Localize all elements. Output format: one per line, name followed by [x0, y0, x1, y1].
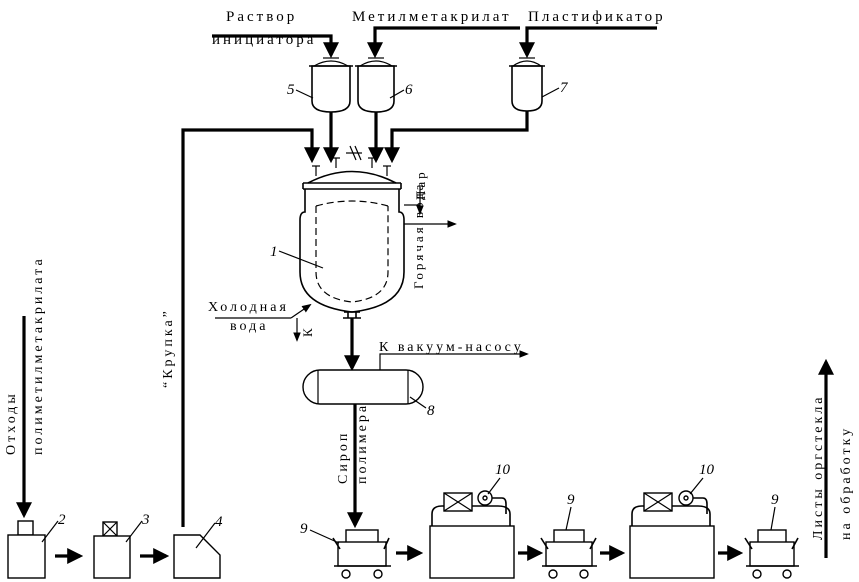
- leader-10-b: [689, 477, 704, 495]
- initiator-solution-label-1: Раствор: [226, 9, 297, 25]
- number-6: 6: [405, 82, 413, 98]
- leader-2: [41, 520, 59, 543]
- oven-1: [429, 490, 515, 579]
- leader-9-b: [565, 506, 572, 531]
- leader-9-c: [770, 506, 776, 531]
- number-10-b: 10: [699, 462, 715, 478]
- number-9-a: 9: [300, 521, 308, 537]
- syrup-label-1: Сироп: [336, 431, 351, 484]
- cart-1: [332, 529, 391, 579]
- number-10-a: 10: [495, 462, 511, 478]
- cart-3: [744, 529, 799, 579]
- cold-water-label-1: Холодная: [208, 300, 289, 315]
- tank-initiator: [309, 57, 353, 113]
- initiator-solution-label-2: инициатора: [212, 32, 316, 48]
- tank-plasticizer: [509, 57, 545, 112]
- number-5: 5: [287, 82, 295, 98]
- methyl-methacrylate-label: Метилметакрилат: [352, 9, 512, 25]
- leader-4: [195, 522, 216, 549]
- number-3: 3: [141, 512, 150, 528]
- vacuum-pump-label: К вакуум-насосу: [379, 340, 524, 355]
- number-9-c: 9: [771, 492, 779, 508]
- feed-line-monomer: [367, 26, 520, 59]
- number-7: 7: [560, 80, 569, 96]
- leader-9-a: [309, 529, 340, 544]
- sheets-label-2: на обработку: [839, 426, 854, 540]
- number-2: 2: [58, 512, 66, 528]
- leader-6: [389, 89, 405, 99]
- leader-3: [125, 520, 143, 543]
- syrup-label-2: полимера: [355, 403, 370, 484]
- vacuum-line: [379, 350, 529, 370]
- number-4: 4: [215, 514, 223, 530]
- crusher: [7, 520, 46, 579]
- leader-5: [295, 89, 314, 99]
- tank-monomer: [355, 57, 397, 113]
- number-8: 8: [427, 403, 435, 419]
- steam-label: Пар: [413, 169, 428, 200]
- leader-8: [409, 396, 427, 409]
- oven-2: [629, 490, 715, 579]
- hopper: [173, 534, 221, 579]
- hot-water-label: Горячая вода: [411, 182, 426, 289]
- cart-2: [540, 529, 597, 579]
- leader-10-a: [487, 477, 501, 495]
- feed-line-initiator: [212, 34, 339, 59]
- leader-7: [541, 87, 560, 98]
- k-label: К: [300, 328, 315, 337]
- number-1: 1: [270, 244, 278, 260]
- feed-line-plasticizer: [519, 26, 657, 59]
- number-9-b: 9: [567, 492, 575, 508]
- cold-water-arrow: [290, 303, 312, 319]
- plasticizer-label: Пластификатор: [528, 9, 666, 25]
- waste-label-2: полиметилметакрилата: [31, 256, 46, 455]
- grinder: [93, 521, 131, 579]
- crumb-label: “Крупка”: [161, 308, 176, 388]
- reactor: [299, 145, 405, 319]
- leader-1: [278, 250, 324, 269]
- receiver-vessel: [302, 369, 424, 405]
- tank-to-reactor-lines: [181, 111, 529, 527]
- sheets-label-1: Листы оргстекла: [811, 394, 826, 540]
- waste-label-1: Отходы: [4, 391, 19, 455]
- cold-water-label-2: вода: [230, 319, 268, 334]
